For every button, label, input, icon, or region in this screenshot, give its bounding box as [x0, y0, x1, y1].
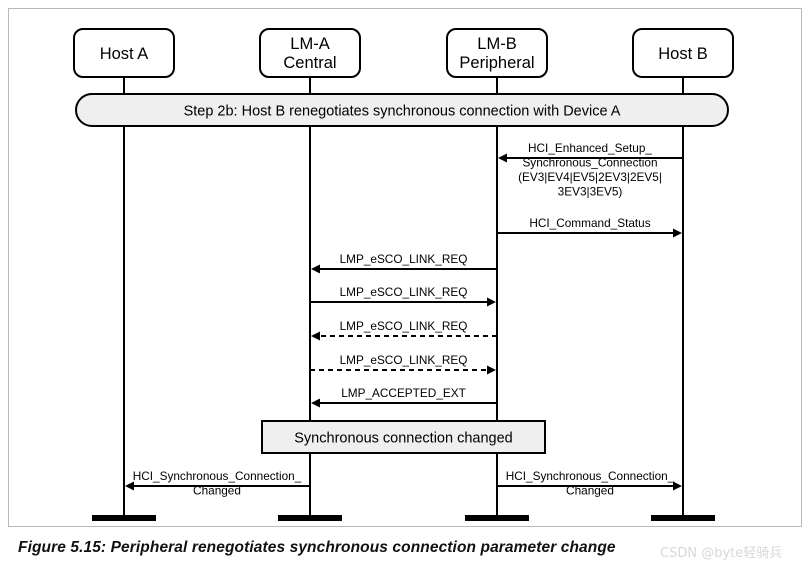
- message-label-hci-synchronous-connection-changed-b-0: HCI_Synchronous_Connection_: [506, 469, 675, 483]
- message-label-lmp-esco-link-req-2-0: LMP_eSCO_LINK_REQ: [340, 285, 468, 299]
- message-hci-enhanced-setup-sync-connection: HCI_Enhanced_Setup_Synchronous_Connectio…: [498, 141, 683, 199]
- actor-label-lm-b-peripheral: LM-B: [477, 35, 516, 53]
- message-arrowhead-lmp-esco-link-req-1: [311, 264, 320, 274]
- message-lmp-esco-link-req-4: LMP_eSCO_LINK_REQ: [310, 353, 496, 375]
- note-label-synchronous-connection-changed-note: Synchronous connection changed: [294, 431, 512, 447]
- actor-label-host-b: Host B: [658, 45, 708, 63]
- note-box-synchronous-connection-changed-note: [261, 420, 546, 454]
- watermark: CSDN @byte轻骑兵: [660, 546, 783, 561]
- message-arrowhead-lmp-accepted-ext: [311, 398, 320, 408]
- sequence-diagram: Step 2b: Host B renegotiates synchronous…: [73, 28, 734, 521]
- message-label-hci-enhanced-setup-sync-connection-0: HCI_Enhanced_Setup_: [528, 141, 652, 155]
- message-label-hci-enhanced-setup-sync-connection-1: Synchronous_Connection: [522, 156, 657, 170]
- message-label-lmp-esco-link-req-1-0: LMP_eSCO_LINK_REQ: [340, 252, 468, 266]
- message-label-lmp-accepted-ext-0: LMP_ACCEPTED_EXT: [341, 386, 466, 400]
- message-arrowhead-hci-synchronous-connection-changed-a: [125, 481, 134, 491]
- message-label-hci-synchronous-connection-changed-a-1: Changed: [193, 484, 241, 498]
- message-label-hci-synchronous-connection-changed-a-0: HCI_Synchronous_Connection_: [133, 469, 302, 483]
- message-arrowhead-hci-synchronous-connection-changed-b: [673, 481, 682, 491]
- message-arrowhead-hci-command-status: [673, 228, 682, 238]
- message-label-hci-command-status-0: HCI_Command_Status: [529, 216, 650, 230]
- actor-box-lm-a-central[interactable]: [259, 28, 361, 78]
- message-label-hci-synchronous-connection-changed-b-1: Changed: [566, 484, 614, 498]
- step-band: [75, 93, 729, 127]
- actor-box-host-a[interactable]: [73, 28, 175, 78]
- message-hci-synchronous-connection-changed-b: HCI_Synchronous_Connection_Changed: [497, 469, 682, 498]
- message-hci-command-status: HCI_Command_Status: [497, 216, 682, 238]
- message-lmp-esco-link-req-3: LMP_eSCO_LINK_REQ: [311, 319, 497, 341]
- actor-box-host-b[interactable]: [632, 28, 734, 78]
- message-arrowhead-lmp-esco-link-req-4: [487, 365, 496, 375]
- actor-box-lm-b-peripheral[interactable]: [446, 28, 548, 78]
- actor-label-host-a: Host A: [100, 45, 149, 63]
- figure-caption: Figure 5.15: Peripheral renegotiates syn…: [18, 539, 616, 556]
- actor-label-lm-a-central: LM-A: [290, 35, 329, 53]
- message-hci-synchronous-connection-changed-a: HCI_Synchronous_Connection_Changed: [125, 469, 310, 498]
- actor-sublabel-lm-b-peripheral: Peripheral: [459, 54, 534, 72]
- message-arrowhead-lmp-esco-link-req-3: [311, 331, 320, 341]
- message-lmp-esco-link-req-1: LMP_eSCO_LINK_REQ: [311, 252, 497, 274]
- message-label-hci-enhanced-setup-sync-connection-2: (EV3|EV4|EV5|2EV3|2EV5|: [518, 170, 662, 184]
- step-band-label: Step 2b: Host B renegotiates synchronous…: [184, 104, 621, 120]
- message-arrowhead-hci-enhanced-setup-sync-connection: [498, 153, 507, 163]
- actor-sublabel-lm-a-central: Central: [283, 54, 336, 72]
- message-label-lmp-esco-link-req-4-0: LMP_eSCO_LINK_REQ: [340, 353, 468, 367]
- message-arrowhead-lmp-esco-link-req-2: [487, 297, 496, 307]
- message-lmp-esco-link-req-2: LMP_eSCO_LINK_REQ: [310, 285, 496, 307]
- message-lmp-accepted-ext: LMP_ACCEPTED_EXT: [311, 386, 497, 408]
- message-label-hci-enhanced-setup-sync-connection-3: 3EV3|3EV5): [558, 185, 623, 199]
- message-label-lmp-esco-link-req-3-0: LMP_eSCO_LINK_REQ: [340, 319, 468, 333]
